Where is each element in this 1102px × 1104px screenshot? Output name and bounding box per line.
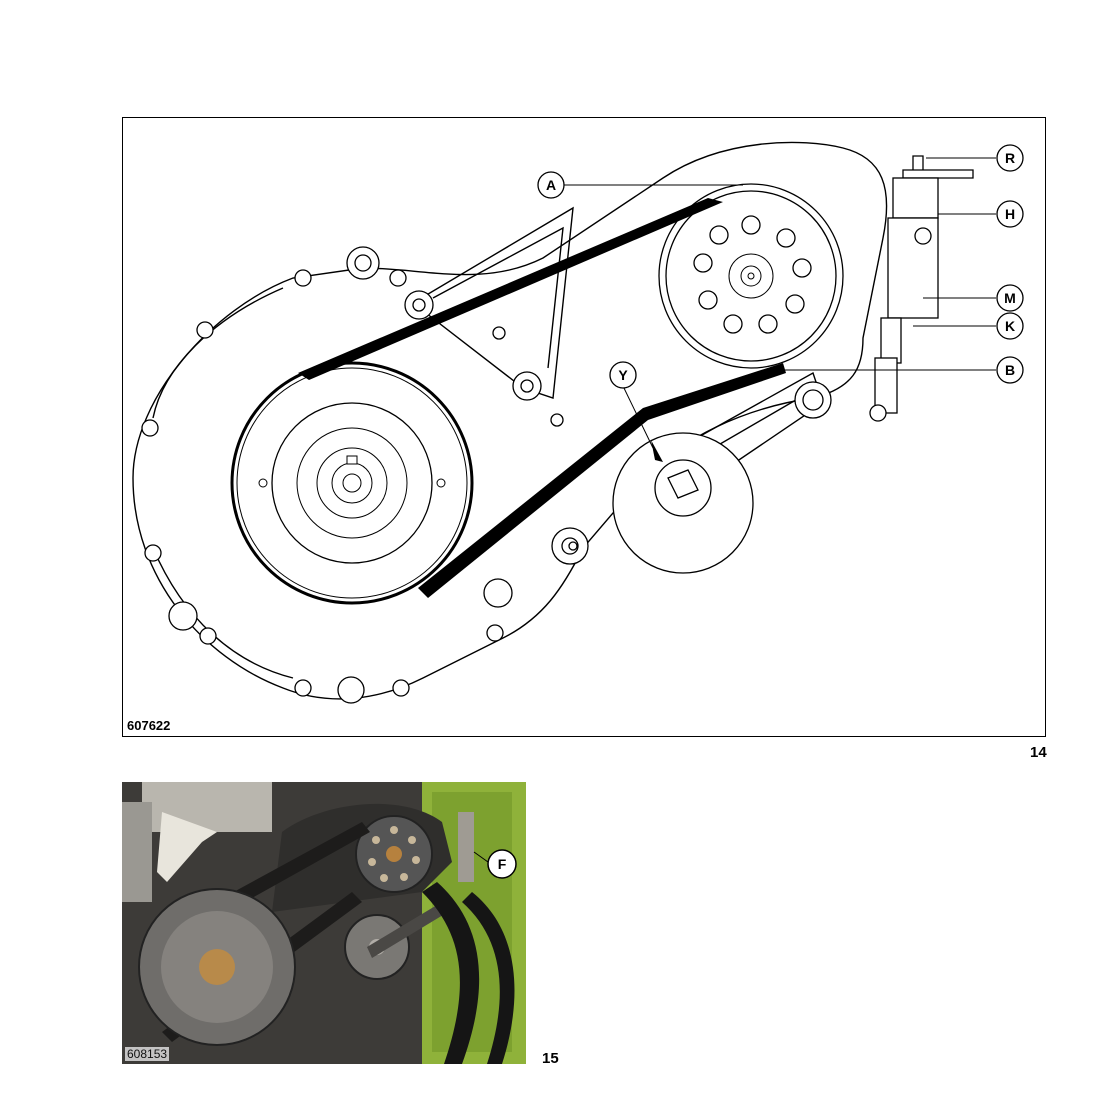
photo-callout-f: F — [473, 849, 517, 879]
figure-number-15: 15 — [542, 1050, 559, 1067]
tensioner-pulley — [568, 381, 832, 574]
callout-m: M — [1004, 290, 1016, 306]
callout-r: R — [1005, 150, 1015, 166]
image-code-608153: 608153 — [125, 1047, 170, 1061]
callout-k: K — [1005, 318, 1015, 334]
arrow-y — [651, 440, 663, 462]
callout-leaders — [563, 157, 996, 449]
frame-bracket — [411, 206, 574, 399]
drive-pulley-large — [230, 361, 474, 605]
photo-spring-rod — [458, 812, 474, 882]
tension-spring-assembly — [869, 155, 974, 422]
callout-y: Y — [618, 367, 628, 383]
callout-circles — [537, 144, 1024, 389]
callout-b: B — [1005, 362, 1015, 378]
driven-pulley-upper — [658, 183, 844, 369]
callout-h: H — [1005, 206, 1015, 222]
figure-number-14: 14 — [1030, 744, 1047, 761]
callout-a: A — [546, 177, 556, 193]
drive-belt — [298, 198, 786, 598]
housing-bolts — [141, 246, 589, 704]
belt-drive-photo: F 608153 — [122, 782, 526, 1064]
photo-illustration: F — [122, 782, 526, 1064]
callout-f: F — [498, 856, 507, 872]
belt-drive-drawing: A R H M K B Y — [132, 141, 1024, 704]
image-code-607622: 607622 — [127, 718, 171, 733]
belt-drive-diagram: A R H M K B Y 607622 — [122, 117, 1046, 737]
